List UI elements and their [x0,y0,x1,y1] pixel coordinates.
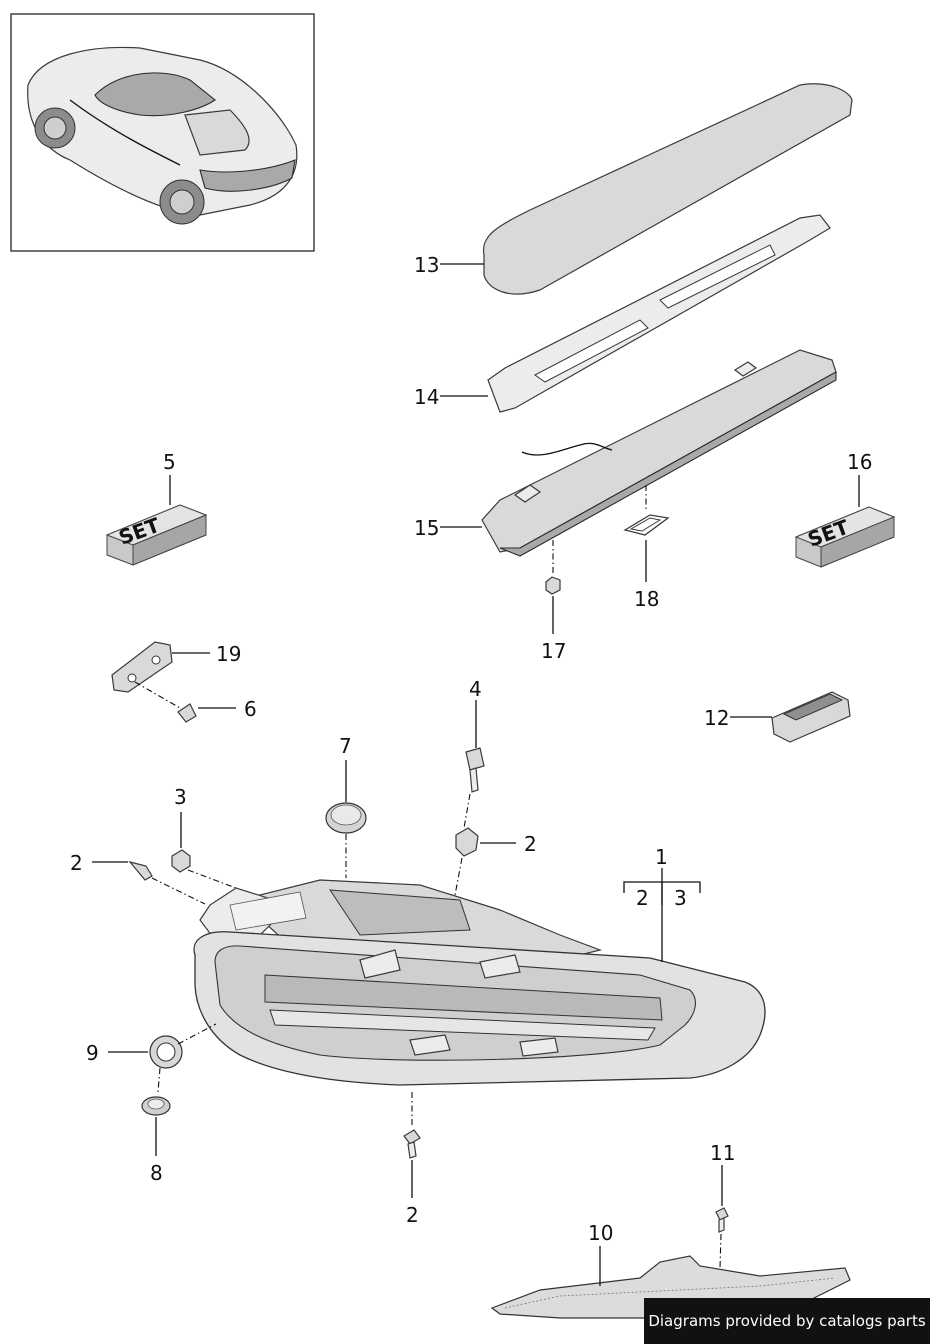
callout-12: 12 [704,706,729,730]
callout-14: 14 [414,385,439,409]
footer-credit: Diagrams provided by catalogs parts [644,1298,930,1344]
part-12-lamp [771,691,851,743]
callout-8: 8 [150,1161,163,1185]
callout-2b: 2 [524,832,537,856]
callout-13: 13 [414,253,439,277]
callout-16: 16 [847,450,872,474]
part-7-cap [325,802,367,834]
part-4-bolt [465,747,485,793]
callout-17: 17 [541,639,566,663]
part-11-screw [715,1207,729,1233]
callout-2c: 2 [406,1203,419,1227]
callout-15: 15 [414,516,439,540]
part-14-gasket [487,214,831,413]
part-2-screw-bottom [403,1129,421,1159]
callout-9: 9 [86,1041,99,1065]
set-box-16: SET [794,506,896,568]
callout-10: 10 [588,1221,613,1245]
set-box-5: SET [105,504,208,566]
callout-1-sub-2: 2 [636,886,649,910]
callout-7: 7 [339,734,352,758]
part-18-seal [623,514,670,536]
callout-19: 19 [216,642,241,666]
part-2-nut-upper [455,827,479,857]
callout-5: 5 [163,450,176,474]
callout-11: 11 [710,1141,735,1165]
callout-6: 6 [244,697,257,721]
part-19-bracket [111,641,173,693]
callout-18: 18 [634,587,659,611]
part-13-cover [482,83,853,295]
callout-1: 1 [655,845,668,869]
callout-3: 3 [174,785,187,809]
part-8-plug [141,1096,171,1116]
part-6-screw [177,703,197,723]
part-15-brake-light [481,349,837,557]
callout-4: 4 [469,677,482,701]
callout-1-sub-3: 3 [674,886,687,910]
part-9-ring [149,1035,183,1069]
part-3-grommet [171,849,191,873]
car-thumbnail-icon [10,13,315,252]
part-2-screw-left [128,860,153,881]
callout-2a: 2 [70,851,83,875]
part-1-tail-light [193,879,766,1086]
part-17-nut [545,576,561,595]
